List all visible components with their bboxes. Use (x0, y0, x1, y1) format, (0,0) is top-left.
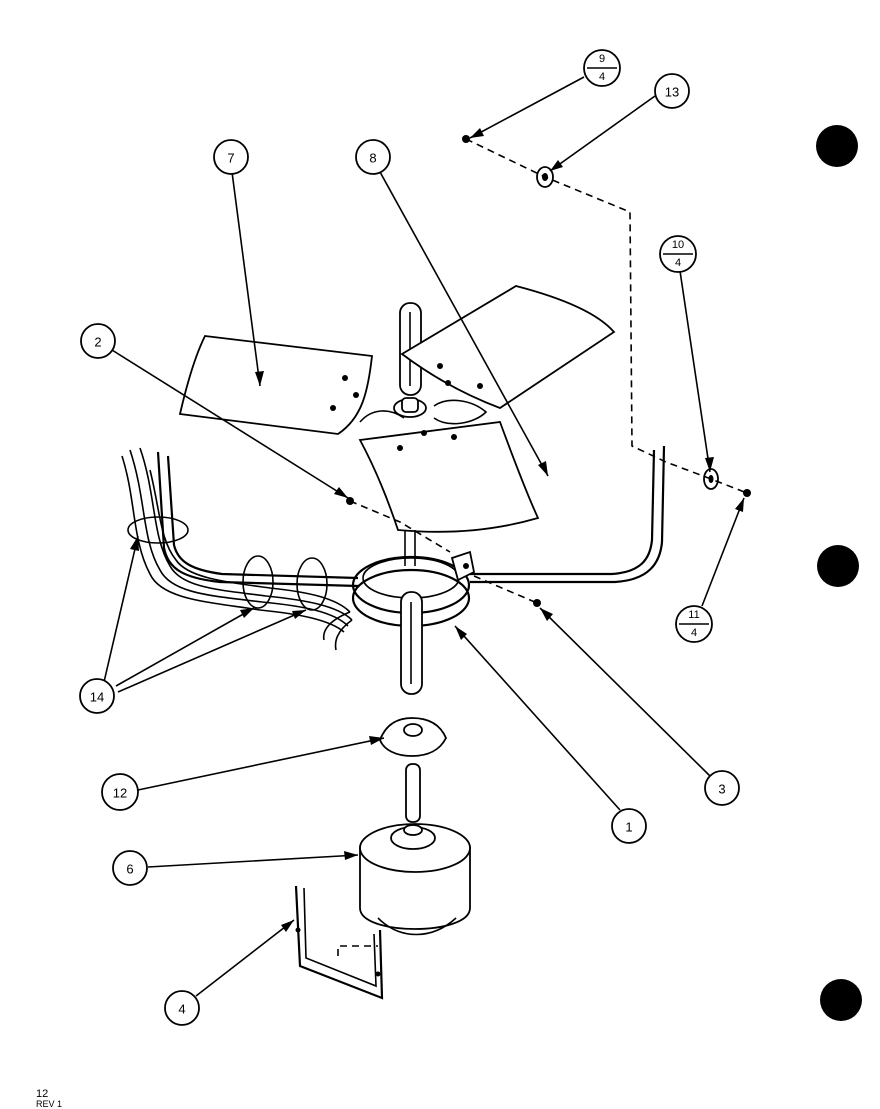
wire-tie-left (127, 516, 189, 544)
callout-1: 1 (611, 808, 647, 844)
leader-8 (379, 171, 549, 477)
callout-8: 8 (355, 139, 391, 175)
svg-text:4: 4 (675, 257, 681, 269)
assembly-line-motor (337, 945, 378, 956)
callout-14: 14 (79, 678, 115, 714)
leader-6 (147, 854, 359, 868)
fan-blade-left (178, 335, 373, 435)
callout-11-over-4: 11 4 (675, 605, 713, 643)
svg-text:1: 1 (625, 820, 632, 835)
motor (359, 763, 471, 936)
svg-text:6: 6 (126, 862, 133, 877)
callout-12: 12 (101, 773, 139, 811)
svg-text:8: 8 (369, 151, 376, 166)
revision-label: REV 1 (36, 1099, 62, 1109)
binder-hole-bottom (820, 979, 862, 1021)
svg-text:11: 11 (688, 609, 699, 621)
leader-14a (103, 535, 139, 683)
callout-6: 6 (112, 850, 148, 886)
leader-12 (137, 737, 385, 791)
assembly-line-top (465, 138, 748, 494)
svg-text:3: 3 (718, 782, 725, 797)
page-number: 12 (36, 1088, 48, 1100)
leader-14c (117, 609, 307, 693)
assembly-line-clamp (473, 575, 538, 604)
binder-hole-middle (817, 545, 859, 587)
svg-text:2: 2 (94, 335, 101, 350)
callout-4: 4 (164, 990, 200, 1026)
svg-text:4: 4 (599, 71, 605, 83)
svg-text:12: 12 (113, 786, 127, 801)
leader-10 (679, 270, 711, 473)
callout-7: 7 (213, 139, 249, 175)
leader-9 (469, 76, 585, 139)
wire-tie-middle (242, 555, 274, 609)
screw-clamp (533, 599, 541, 607)
callout-10-over-4: 10 4 (659, 235, 697, 273)
leader-4 (195, 919, 295, 997)
leader-13 (549, 95, 656, 172)
fan-hub (359, 397, 488, 425)
motor-spacer (379, 717, 447, 757)
svg-text:10: 10 (672, 239, 684, 251)
callout-2: 2 (80, 323, 116, 359)
lockwasher-right (703, 468, 719, 490)
callout-3: 3 (704, 770, 740, 806)
callout-13: 13 (654, 73, 690, 109)
svg-text:14: 14 (90, 690, 104, 705)
leader-1 (454, 625, 621, 811)
screw-right (743, 489, 751, 497)
svg-text:9: 9 (599, 53, 605, 65)
motor-bracket (294, 885, 384, 1000)
leader-7 (231, 171, 261, 387)
callout-9-over-4: 9 4 (583, 49, 621, 87)
hub-arm-bottom (400, 591, 423, 695)
svg-text:4: 4 (178, 1002, 185, 1017)
fan-blade-right (400, 285, 616, 410)
svg-text:13: 13 (665, 85, 679, 100)
binder-hole-top (816, 125, 858, 167)
leader-14b (115, 607, 255, 687)
svg-text:4: 4 (691, 627, 697, 639)
leader-2 (111, 349, 349, 499)
fan-blade-front (358, 421, 540, 533)
assembly-line-blade (349, 500, 451, 553)
leader-3 (539, 607, 711, 777)
wire-tie-right (296, 557, 328, 611)
leader-11 (701, 497, 745, 607)
svg-text:7: 7 (227, 151, 234, 166)
